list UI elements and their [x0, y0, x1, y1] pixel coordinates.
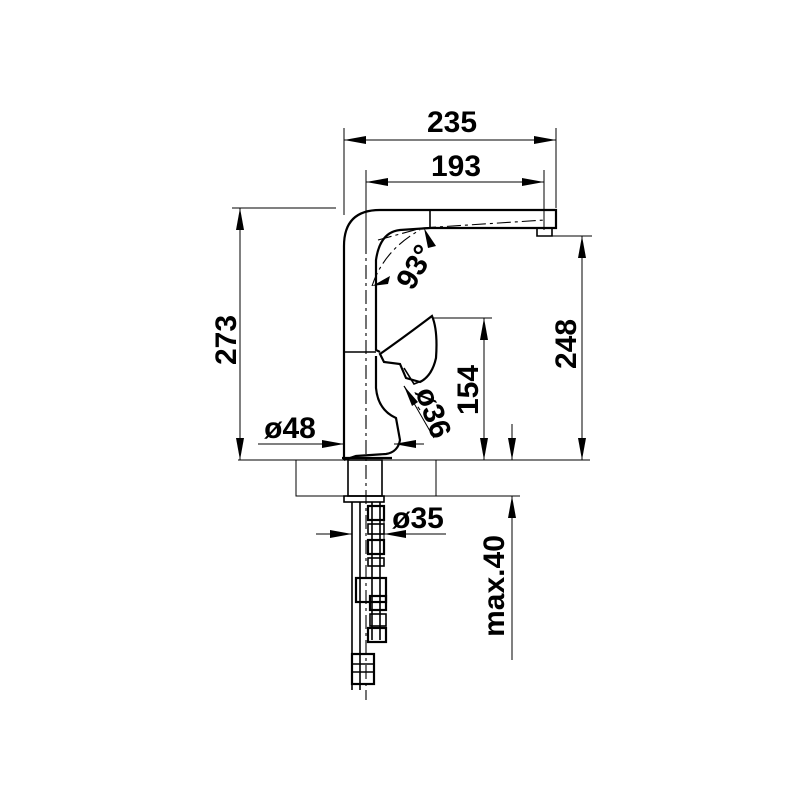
- centerlines: [365, 219, 546, 700]
- dim-235-label: 235: [427, 106, 477, 139]
- dim-base-diameter: ø48: [258, 412, 424, 448]
- dim-o35-label: ø35: [392, 502, 444, 535]
- dim-max-thickness: max.40: [436, 424, 520, 660]
- dim-273-label: 273: [210, 315, 243, 365]
- dim-max40-label: max.40: [478, 535, 511, 637]
- countertop: [238, 459, 590, 497]
- dim-total-height: 273: [210, 207, 336, 460]
- dim-193-label: 193: [431, 150, 481, 183]
- dim-154-label: 154: [452, 365, 485, 415]
- hose-assembly: [343, 459, 388, 690]
- dim-o48-label: ø48: [264, 412, 316, 445]
- dim-overall-width: 235: [343, 106, 557, 215]
- dim-lever-height: 154: [432, 317, 492, 460]
- dim-lever-diameter: ø36: [403, 383, 458, 443]
- dim-93-label: 93°: [390, 239, 441, 295]
- faucet-body: [342, 208, 558, 462]
- dim-248-label: 248: [550, 319, 583, 369]
- dim-outlet-height: 248: [550, 235, 592, 460]
- dim-hole-diameter: ø35: [316, 502, 446, 548]
- dim-spout-reach: 193: [365, 150, 545, 240]
- dim-o36-label: ø36: [409, 383, 458, 443]
